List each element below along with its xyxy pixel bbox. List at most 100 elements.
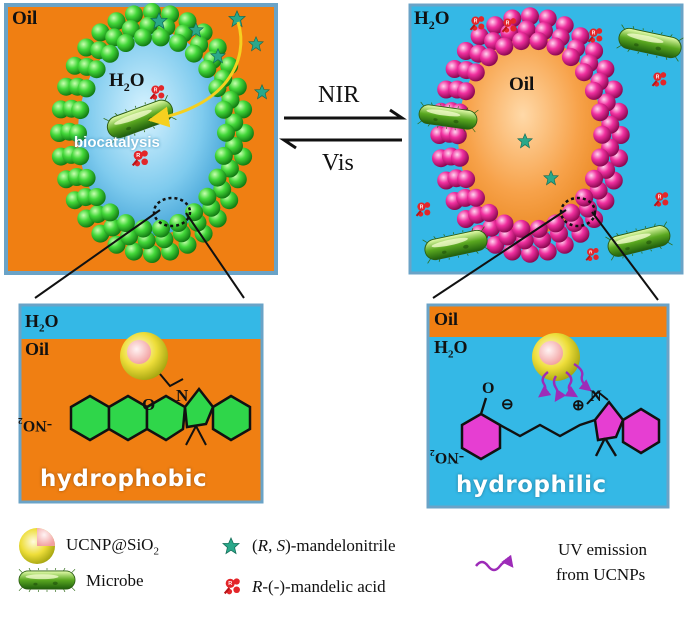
- shell-bead: [584, 81, 603, 100]
- inset-left-water-label: H2O: [25, 311, 59, 335]
- shell-bead: [87, 60, 106, 79]
- shell-bead: [546, 37, 565, 56]
- uv-wave-icon: [475, 554, 514, 572]
- shell-bead: [561, 48, 580, 67]
- linker-chain: [159, 373, 184, 388]
- hydrophilic-label: hydrophilic: [456, 472, 607, 498]
- spiropyran-molecule: [69, 386, 252, 442]
- shell-bead: [591, 148, 610, 167]
- shell-bead: [77, 79, 96, 98]
- shell-bead: [198, 187, 217, 206]
- right-phase-label: H2O: [414, 8, 450, 32]
- switch-arrows: [279, 108, 407, 150]
- forward-arrow: [284, 108, 407, 120]
- shell-bead: [466, 63, 485, 82]
- shell-bead: [71, 147, 90, 166]
- shell-bead: [610, 102, 628, 121]
- shell-bead: [457, 170, 476, 189]
- left-water-core: [78, 30, 226, 236]
- shell-bead: [124, 242, 143, 261]
- shell-bead: [169, 214, 188, 232]
- microbe-icon: [18, 568, 76, 592]
- methine-bridge: [479, 397, 618, 457]
- shell-bead: [101, 203, 120, 222]
- left-zoom-circle: [152, 196, 192, 228]
- nanoparticle-icon: [120, 332, 168, 380]
- shell-bead: [486, 16, 505, 35]
- shell-bead: [91, 23, 110, 42]
- shell-bead: [184, 44, 203, 63]
- hydrophobic-label: hydrophobic: [40, 466, 208, 492]
- inset-right-oil-layer: [428, 305, 668, 337]
- uv-emission-waves: [538, 362, 592, 402]
- legend-uv-line2: from UCNPs: [556, 565, 646, 584]
- legend-substrate-text: (R, S)-mandelonitrile: [252, 536, 396, 555]
- shell-bead: [77, 168, 96, 187]
- biocatalysis-label: biocatalysis: [74, 134, 160, 151]
- shell-bead: [198, 60, 217, 78]
- shell-bead: [151, 28, 170, 47]
- shell-bead: [134, 28, 152, 47]
- zoom-lines: [34, 209, 659, 301]
- shell-bead: [208, 79, 227, 98]
- legend-nanoparticle-text: UCNP@SiO2: [66, 535, 159, 558]
- merocyanine-molecule: [460, 399, 661, 461]
- shell-bead: [124, 5, 143, 24]
- inset-left-oil-label: Oil: [25, 339, 50, 359]
- shell-bead: [143, 3, 161, 21]
- shell-bead: [169, 33, 188, 52]
- shell-bead: [107, 12, 126, 31]
- shell-bead: [470, 27, 489, 46]
- shell-bead: [479, 48, 498, 67]
- mandelic-acid-icon: [223, 577, 242, 596]
- shell-bead: [214, 100, 233, 119]
- shell-bead: [457, 82, 475, 101]
- legend-product-text: R-(-)-mandelic acid: [252, 577, 386, 596]
- shell-bead: [575, 63, 593, 82]
- nanoparticle-icon: [19, 528, 55, 564]
- hydrophobic-inset: [18, 303, 264, 504]
- inset-right-water-label: H2O: [434, 337, 468, 361]
- star-icon: [222, 537, 240, 554]
- hydrophilic-inset: [426, 303, 670, 509]
- right-core-label: Oil: [509, 74, 535, 95]
- negative-charge-label: ⊖: [501, 397, 514, 413]
- shell-bead: [512, 219, 531, 238]
- shell-bead: [585, 169, 603, 188]
- nitro-group-label-right: -NO₂: [430, 449, 465, 466]
- green-hydrophobic-shell: [50, 3, 254, 263]
- right-zoom-circle: [559, 196, 597, 228]
- shell-bead: [512, 32, 531, 51]
- shell-bead: [69, 124, 87, 143]
- shell-bead: [116, 214, 135, 233]
- positive-charge-label: ⊕: [572, 398, 585, 414]
- left-emulsion-panel: [4, 3, 278, 275]
- shell-bead: [450, 148, 469, 167]
- shell-bead: [562, 203, 581, 222]
- shell-bead: [208, 168, 227, 187]
- shell-bead: [448, 126, 467, 145]
- reverse-arrow: [279, 138, 402, 150]
- right-emulsion-panel: [408, 3, 685, 275]
- shell-bead: [593, 125, 612, 144]
- phenolate-oxygen-label: O: [482, 380, 495, 397]
- inset-right-oil-label: Oil: [434, 309, 459, 329]
- shell-bead: [467, 188, 485, 207]
- methyl-groups: [185, 425, 207, 446]
- ring-nitrogen-label: N: [176, 386, 189, 405]
- shell-bead: [234, 100, 253, 119]
- biocatalysis-arrow: [147, 21, 243, 128]
- shell-bead: [143, 245, 161, 263]
- indolium-nitrogen-label: N: [590, 388, 602, 405]
- left-core-label: H2O: [109, 70, 145, 94]
- legend-icons: [18, 528, 514, 596]
- shell-bead: [529, 32, 548, 51]
- shell-bead: [503, 242, 522, 261]
- shell-bead: [214, 146, 233, 165]
- linker-chain: [586, 390, 609, 405]
- shell-bead: [87, 188, 106, 206]
- ring-oxygen-label: O: [142, 395, 156, 414]
- legend-uv-line1: UV emission: [558, 540, 647, 559]
- shell-bead: [480, 203, 499, 222]
